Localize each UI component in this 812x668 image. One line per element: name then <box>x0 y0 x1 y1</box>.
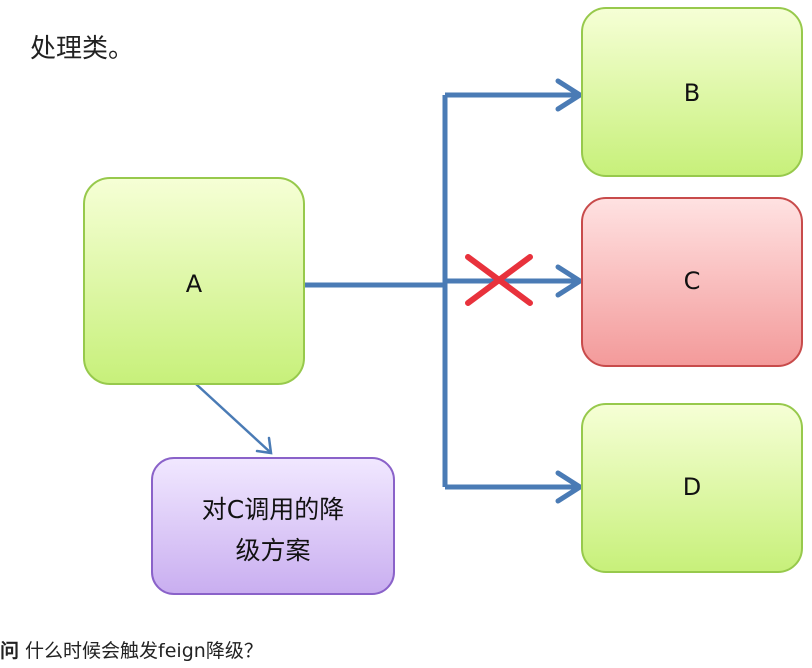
node-b-label: B <box>684 79 700 107</box>
failure-cross-icon <box>465 254 533 306</box>
node-fallback: 对C调用的降 级方案 <box>151 457 395 595</box>
node-c: C <box>581 197 803 367</box>
node-a: A <box>83 177 305 385</box>
node-d: D <box>581 403 803 573</box>
call-diagram: A B C D 对C调用的降 级方案 <box>83 7 803 595</box>
arrow-b-head <box>555 78 585 112</box>
question-line: 问 什么时候会触发feign降级？ <box>0 636 263 663</box>
arrow-c-head <box>555 264 585 298</box>
fallback-label-line2: 级方案 <box>235 536 310 565</box>
fallback-label-line1: 对C调用的降 <box>202 495 344 524</box>
node-b: B <box>581 7 803 177</box>
node-c-label: C <box>684 267 701 295</box>
arrow-fallback-head <box>255 436 273 455</box>
question-prefix: 问 <box>0 640 20 662</box>
node-a-label: A <box>186 270 203 298</box>
arrow-d-head <box>555 470 585 504</box>
edge-a-to-fallback <box>195 383 271 453</box>
question-text: 什么时候会触发feign降级？ <box>19 640 263 662</box>
top-text-fragment: 处理类。 <box>30 34 135 64</box>
connectors <box>195 78 585 504</box>
node-d-label: D <box>683 473 701 501</box>
